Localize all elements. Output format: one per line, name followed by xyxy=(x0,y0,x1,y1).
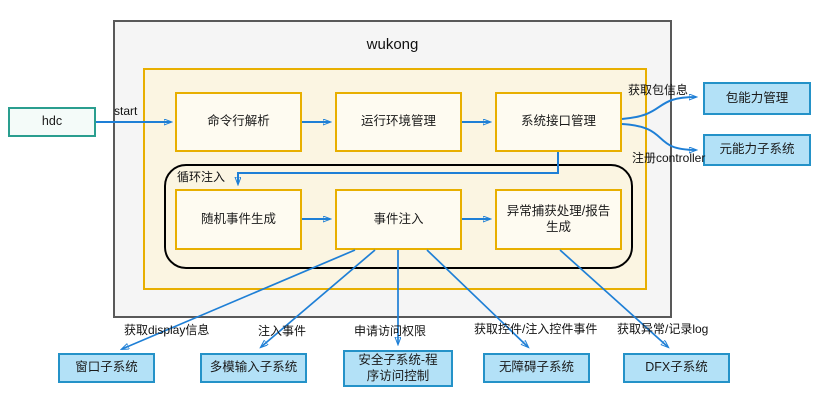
node-label: 随机事件生成 xyxy=(200,211,276,226)
node-accessibility-subsystem: 无障碍子系统 xyxy=(483,353,590,383)
edge-label-get-exception-log: 获取异常/记录log xyxy=(617,322,709,336)
edge-label-request-access: 申请访问权限 xyxy=(354,324,427,338)
node-window-subsystem: 窗口子系统 xyxy=(58,353,155,383)
node-hdc: hdc xyxy=(8,107,96,137)
node-label: hdc xyxy=(41,114,63,129)
node-label: 多模输入子系统 xyxy=(209,360,298,375)
edge-label-get-bundle-info: 获取包信息 xyxy=(628,83,689,97)
edge-label-loop-injection: 循环注入 xyxy=(177,170,226,184)
node-label: 安全子系统-程序访问控制 xyxy=(358,352,438,383)
node-label: 异常捕获处理/报告生成 xyxy=(506,203,611,234)
edge-label-get-component-events: 获取控件/注入控件事件 xyxy=(474,322,598,336)
node-label: 包能力管理 xyxy=(725,90,789,105)
node-ability-subsystem: 元能力子系统 xyxy=(703,134,811,166)
node-label: 运行环境管理 xyxy=(360,114,436,129)
edge-label-start: start xyxy=(114,104,138,118)
node-system-interface-management: 系统接口管理 xyxy=(495,92,622,152)
node-command-line-parsing: 命令行解析 xyxy=(175,92,302,152)
node-label: 窗口子系统 xyxy=(75,360,138,375)
node-runtime-env-management: 运行环境管理 xyxy=(335,92,462,152)
edge-label-register-controller: 注册controller xyxy=(632,151,706,165)
node-bundle-capability-management: 包能力管理 xyxy=(703,82,811,115)
node-multimodal-input-subsystem: 多模输入子系统 xyxy=(200,353,307,383)
node-label: 无障碍子系统 xyxy=(498,360,574,375)
node-label: 事件注入 xyxy=(373,211,424,226)
node-exception-capture-report: 异常捕获处理/报告生成 xyxy=(495,189,622,250)
node-dfx-subsystem: DFX子系统 xyxy=(623,353,730,383)
wukong-title: wukong xyxy=(366,36,419,53)
node-label: 命令行解析 xyxy=(207,114,270,129)
node-random-event-generation: 随机事件生成 xyxy=(175,189,302,250)
node-security-subsystem: 安全子系统-程序访问控制 xyxy=(343,350,453,387)
node-event-injection: 事件注入 xyxy=(335,189,462,250)
edge-label-get-display-info: 获取display信息 xyxy=(124,323,210,337)
node-label: 元能力子系统 xyxy=(719,142,795,157)
node-label: 系统接口管理 xyxy=(520,114,596,129)
node-label: DFX子系统 xyxy=(645,360,708,375)
edge-label-inject-event: 注入事件 xyxy=(258,324,307,338)
